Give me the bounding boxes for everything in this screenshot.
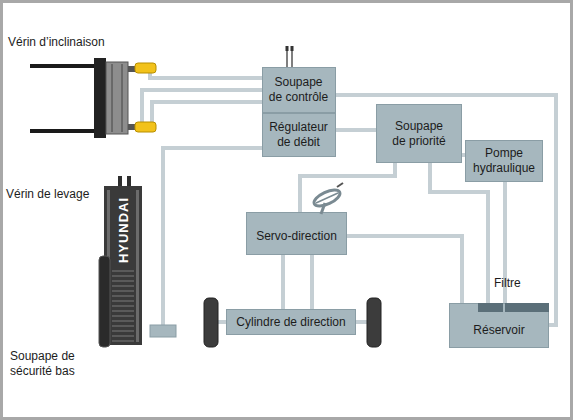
hydraulic-pipe — [310, 255, 314, 309]
steering-wheel — [312, 183, 343, 214]
steering-knob — [337, 183, 343, 187]
wheel — [367, 298, 381, 347]
part-label: Vérin de levage — [6, 187, 89, 202]
part-label: Soupape de sécurité bas — [10, 349, 84, 379]
component-name: Pompe hydraulique — [471, 146, 537, 176]
control-lever — [286, 46, 294, 67]
component-name: Régulateur de débit — [268, 120, 330, 150]
hydraulic-pipe — [300, 163, 395, 212]
hydraulic-pipe — [430, 163, 488, 303]
component-name: Soupape de contrôle — [268, 75, 330, 105]
hydraulic-pipe — [347, 236, 462, 303]
lever-knob — [286, 46, 289, 51]
lever — [291, 50, 293, 67]
hydraulic-pipe — [336, 128, 377, 132]
component-name: Cylindre de direction — [236, 315, 345, 330]
lift-mast — [99, 176, 176, 347]
steering-spoke — [316, 193, 338, 203]
axle — [218, 320, 226, 324]
component-box: Cylindre de direction — [226, 309, 356, 335]
wheel — [204, 298, 218, 347]
carriage-line — [112, 64, 113, 132]
component-name: Servo-direction — [256, 229, 337, 244]
hydraulic-pipe — [281, 255, 285, 309]
component-box: Soupape de priorité — [376, 104, 462, 163]
mast-channel — [136, 190, 139, 342]
pipe — [142, 90, 262, 124]
component-box: Soupape de contrôle — [262, 67, 336, 113]
part-label: Filtre — [494, 276, 521, 291]
pipe — [150, 72, 262, 78]
component-box: Réservoir — [449, 303, 549, 348]
component-box: Pompe hydraulique — [465, 140, 543, 182]
component-box: Régulateur de débit — [262, 113, 336, 157]
fork-carriage — [30, 58, 156, 138]
brand-text: HYUNDAI — [116, 197, 131, 263]
carriage-line — [122, 64, 123, 132]
tilt-cylinder — [135, 63, 156, 73]
component-name: Soupape de priorité — [388, 119, 450, 149]
carriage-plate — [106, 62, 128, 134]
tilt-cylinder — [135, 122, 156, 132]
pipe — [152, 102, 262, 124]
axle — [356, 320, 367, 324]
fork-tine — [30, 64, 100, 68]
steering-rim — [312, 187, 342, 210]
fork-tine — [30, 129, 100, 133]
fork-shank — [94, 58, 106, 138]
lever-knob — [291, 46, 294, 51]
component-name: Réservoir — [473, 323, 524, 338]
safety-valve — [150, 325, 176, 337]
component-box: Servo-direction — [246, 212, 347, 255]
lever — [286, 50, 288, 67]
hydraulic-pipe — [336, 95, 557, 325]
mast-ribs — [112, 268, 134, 342]
mast-roller — [99, 256, 110, 347]
part-label: Vérin d’inclinaison — [8, 35, 105, 50]
